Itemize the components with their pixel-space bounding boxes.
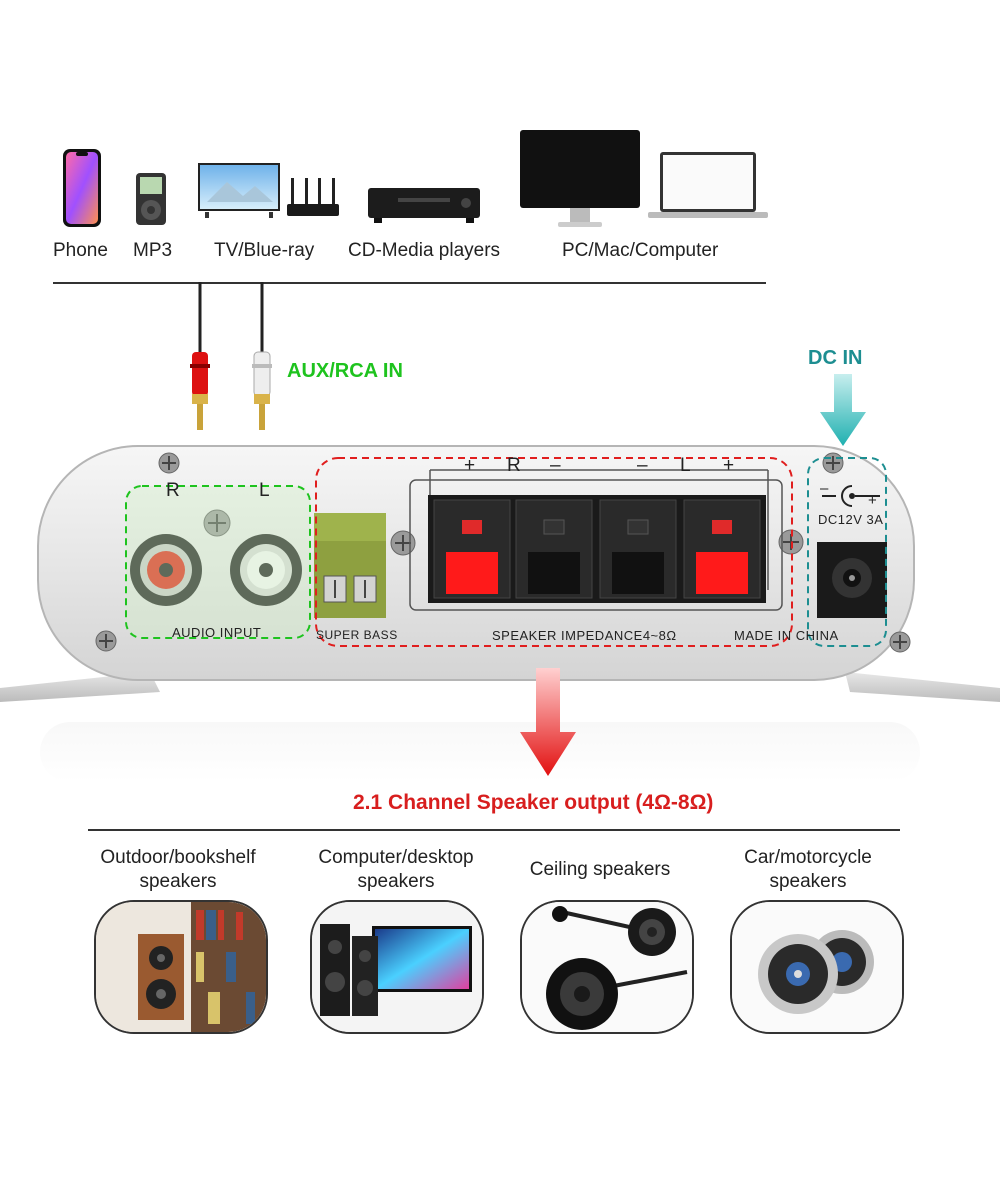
router-icon bbox=[287, 178, 339, 216]
ceiling-speaker-image bbox=[520, 900, 694, 1034]
phone-label: Phone bbox=[53, 240, 108, 261]
mp3-label: MP3 bbox=[133, 240, 173, 261]
aux-in-callout: AUX/RCA IN bbox=[287, 360, 403, 382]
made-in-label: MADE IN CHINA bbox=[734, 628, 839, 643]
audio-input-label: AUDIO INPUT bbox=[172, 625, 262, 640]
terminal-minus-r: – bbox=[550, 455, 562, 476]
dc-minus-label: – bbox=[820, 480, 829, 497]
dc-plus-label: + bbox=[868, 492, 878, 509]
mp3-player-icon bbox=[136, 173, 166, 225]
panel-reflection bbox=[40, 722, 920, 782]
speaker-output-title: 2.1 Channel Speaker output (4Ω-8Ω) bbox=[353, 791, 714, 814]
super-bass-label: SUPER BASS bbox=[316, 628, 398, 642]
pc-label: PC/Mac/Computer bbox=[562, 240, 719, 261]
outdoor-speakers-label: Outdoor/bookshelf speakers bbox=[100, 847, 256, 892]
tv-icon bbox=[198, 163, 280, 218]
amplifier-body bbox=[0, 445, 1000, 702]
bookshelf-speaker-image bbox=[94, 900, 268, 1034]
terminal-r: R bbox=[507, 455, 522, 476]
cd-label: CD-Media players bbox=[348, 240, 501, 261]
car-speaker-image bbox=[730, 900, 904, 1034]
rca-l-label: L bbox=[259, 480, 271, 501]
rca-r-label: R bbox=[166, 480, 181, 501]
tv-label: TV/Blue-ray bbox=[214, 240, 315, 261]
source-divider bbox=[53, 282, 766, 284]
terminal-plus-r: + bbox=[464, 455, 476, 476]
dc-arrow-icon bbox=[820, 374, 866, 446]
phone-icon bbox=[63, 149, 101, 227]
impedance-label: SPEAKER IMPEDANCE4~8Ω bbox=[492, 628, 677, 643]
cd-player-icon bbox=[368, 188, 480, 223]
laptop-icon bbox=[648, 152, 768, 218]
monitor-icon bbox=[520, 130, 640, 227]
terminal-minus-l: – bbox=[637, 455, 649, 476]
dc-spec-label: DC12V 3A bbox=[818, 512, 884, 527]
output-divider bbox=[88, 829, 900, 831]
rca-cable-icon bbox=[190, 282, 272, 430]
car-speakers-label: Car/motorcycle speakers bbox=[744, 847, 872, 892]
terminal-plus-l: + bbox=[723, 455, 735, 476]
dc-in-callout: DC IN bbox=[808, 347, 863, 369]
ceiling-speakers-label: Ceiling speakers bbox=[529, 859, 671, 880]
desktop-speaker-image bbox=[310, 900, 484, 1034]
output-arrow-icon bbox=[520, 668, 576, 776]
computer-speakers-label: Computer/desktop speakers bbox=[318, 847, 474, 892]
terminal-l: L bbox=[680, 455, 692, 476]
